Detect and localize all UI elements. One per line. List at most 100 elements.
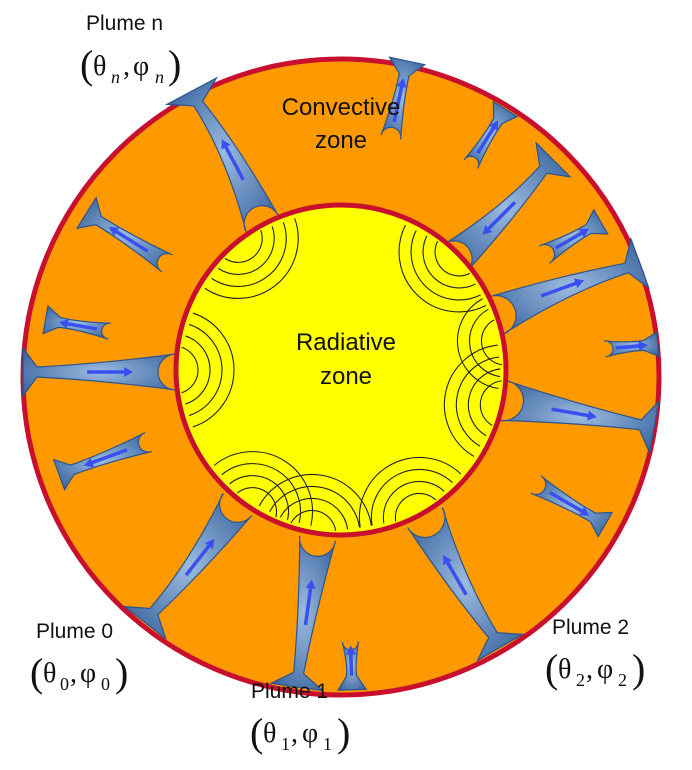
waves-bottom-left xyxy=(213,451,314,526)
plume-n-theta-sub: n xyxy=(111,67,120,87)
plume-e-body xyxy=(499,380,660,455)
plume-1-body xyxy=(268,535,337,692)
plume-2-comma: , xyxy=(586,654,593,685)
plume-top-arrow-shaft xyxy=(392,83,404,123)
plume-sw-arrowhead xyxy=(204,538,215,550)
plume-w-lower-body xyxy=(52,432,152,492)
plume-w-lower-arrow-shaft xyxy=(88,448,128,466)
plume-1-comma: , xyxy=(291,718,298,749)
waves-top-right-arc xyxy=(434,240,471,277)
plume-e-small-body xyxy=(604,331,660,358)
plume-0-phi-sub: 0 xyxy=(101,674,110,694)
plume-0-theta: θ xyxy=(43,658,56,689)
waves-bottom-arc xyxy=(258,473,372,526)
waves-bottom-right-arc xyxy=(382,480,445,524)
waves-bottom-left-arc xyxy=(236,487,277,518)
waves-top-right-arc xyxy=(422,235,476,289)
waves-right-upper-arc xyxy=(456,298,499,390)
plume-sw-body xyxy=(122,492,253,641)
plume-nw-arrow-shaft xyxy=(113,228,149,253)
plume-n-phi-sub: n xyxy=(155,67,164,87)
convective-zone-label-line1: Convective xyxy=(282,94,401,121)
plume-1-close-paren: ) xyxy=(337,710,350,755)
plume-nw-arrowhead xyxy=(108,226,120,236)
plume-nne-arrow-shaft xyxy=(476,124,497,155)
waves-bottom-left-arc xyxy=(221,463,302,524)
plume-w-lower-arrowhead xyxy=(83,457,94,468)
plume-1-open-paren: ( xyxy=(250,710,263,755)
plume-ne-small-arrow-shaft xyxy=(554,230,585,250)
plume-2-close-paren: ) xyxy=(632,646,645,691)
radiative-zone-label-line1: Radiative xyxy=(296,329,396,356)
waves-top-left-arc xyxy=(211,222,287,287)
plume-n-comma: , xyxy=(123,51,130,82)
plume-e-arrow-shaft xyxy=(551,407,592,418)
plumes-layer xyxy=(22,56,660,692)
plume-n-title: Plume n xyxy=(86,12,163,35)
plume-n-close-paren: ) xyxy=(168,42,181,87)
plume-n-arrowhead xyxy=(221,139,231,150)
plume-w-upper-body xyxy=(42,304,112,340)
plume-ne-arrowhead xyxy=(573,278,585,289)
plume-0-theta-sub: 0 xyxy=(60,674,69,694)
plume-ne2-arrow-shaft xyxy=(485,201,517,232)
plume-w-upper-arrow-shaft xyxy=(64,321,98,331)
plume-n-label: Plume n ( θ n , φ n ) xyxy=(80,12,181,87)
radiative-zone-label-line2: zone xyxy=(320,363,372,390)
plume-s-small-arrowhead xyxy=(345,645,356,655)
plume-0-title: Plume 0 xyxy=(36,620,113,643)
plume-s-small-arrow-shaft xyxy=(349,651,354,676)
plume-2-theta: θ xyxy=(558,654,571,685)
plume-0-comma: , xyxy=(70,658,77,689)
plume-n-theta: θ xyxy=(93,51,106,82)
plume-0-arrowhead xyxy=(124,367,134,377)
plume-0-phi: φ xyxy=(80,658,96,689)
waves-top-right-arc xyxy=(410,230,481,301)
plume-nw-body xyxy=(75,196,173,273)
plume-2-phi: φ xyxy=(597,654,613,685)
plume-top-body xyxy=(380,56,427,140)
convective-zone-label-line2: zone xyxy=(315,127,367,154)
plume-2-title: Plume 2 xyxy=(552,616,629,639)
plume-1-title: Plume 1 xyxy=(251,680,328,703)
plume-top-arrowhead xyxy=(396,77,407,88)
waves-right-lower xyxy=(443,344,502,457)
waves-right-lower-arc xyxy=(467,368,501,437)
waves-bottom-arc xyxy=(279,497,349,530)
waves-top-right xyxy=(398,224,487,313)
waves-right-upper xyxy=(456,298,503,390)
waves-bottom-arc xyxy=(290,509,337,532)
waves-bottom-right-arc xyxy=(370,468,453,526)
plume-1-theta-sub: 1 xyxy=(281,734,290,754)
plume-n-phi: φ xyxy=(133,51,149,82)
plume-e-arrowhead xyxy=(587,410,597,421)
waves-left xyxy=(181,312,235,428)
plume-2-body xyxy=(407,507,525,662)
waves-right-lower-arc xyxy=(455,356,500,447)
plume-1-arrow-shaft xyxy=(303,585,313,626)
waves-right-lower-arc xyxy=(443,344,498,457)
plume-ne-arrow-shaft xyxy=(540,280,580,298)
plume-ne2-body xyxy=(440,141,572,273)
plume-sw-arrow-shaft xyxy=(184,542,213,577)
waves-bottom-right-arc xyxy=(394,492,437,522)
plume-2-arrow-shaft xyxy=(444,559,468,596)
plume-ne2-arrowhead xyxy=(482,224,493,235)
waves-left-arc xyxy=(181,346,199,394)
waves-top-left-arc xyxy=(204,218,299,299)
waves-bottom xyxy=(258,473,372,532)
plume-1-arrowhead xyxy=(305,579,316,590)
plume-n-open-paren: ( xyxy=(80,42,93,87)
plume-2-label: Plume 2 ( θ 2 , φ 2 ) xyxy=(545,616,645,691)
waves-bottom-right-arc xyxy=(358,456,462,528)
plume-se-small-arrowhead xyxy=(579,506,590,516)
waves-top-left xyxy=(204,218,299,299)
waves-top-left-arc xyxy=(224,230,263,263)
plume-2-theta-sub: 2 xyxy=(576,670,585,690)
plume-0-label: Plume 0 ( θ 0 , φ 0 ) xyxy=(30,620,128,695)
plume-e-small-arrow-shaft xyxy=(615,343,643,350)
waves-bottom-left-arc xyxy=(213,451,314,526)
waves-left-arc xyxy=(185,335,211,405)
waves-right-lower-arc xyxy=(479,380,502,426)
